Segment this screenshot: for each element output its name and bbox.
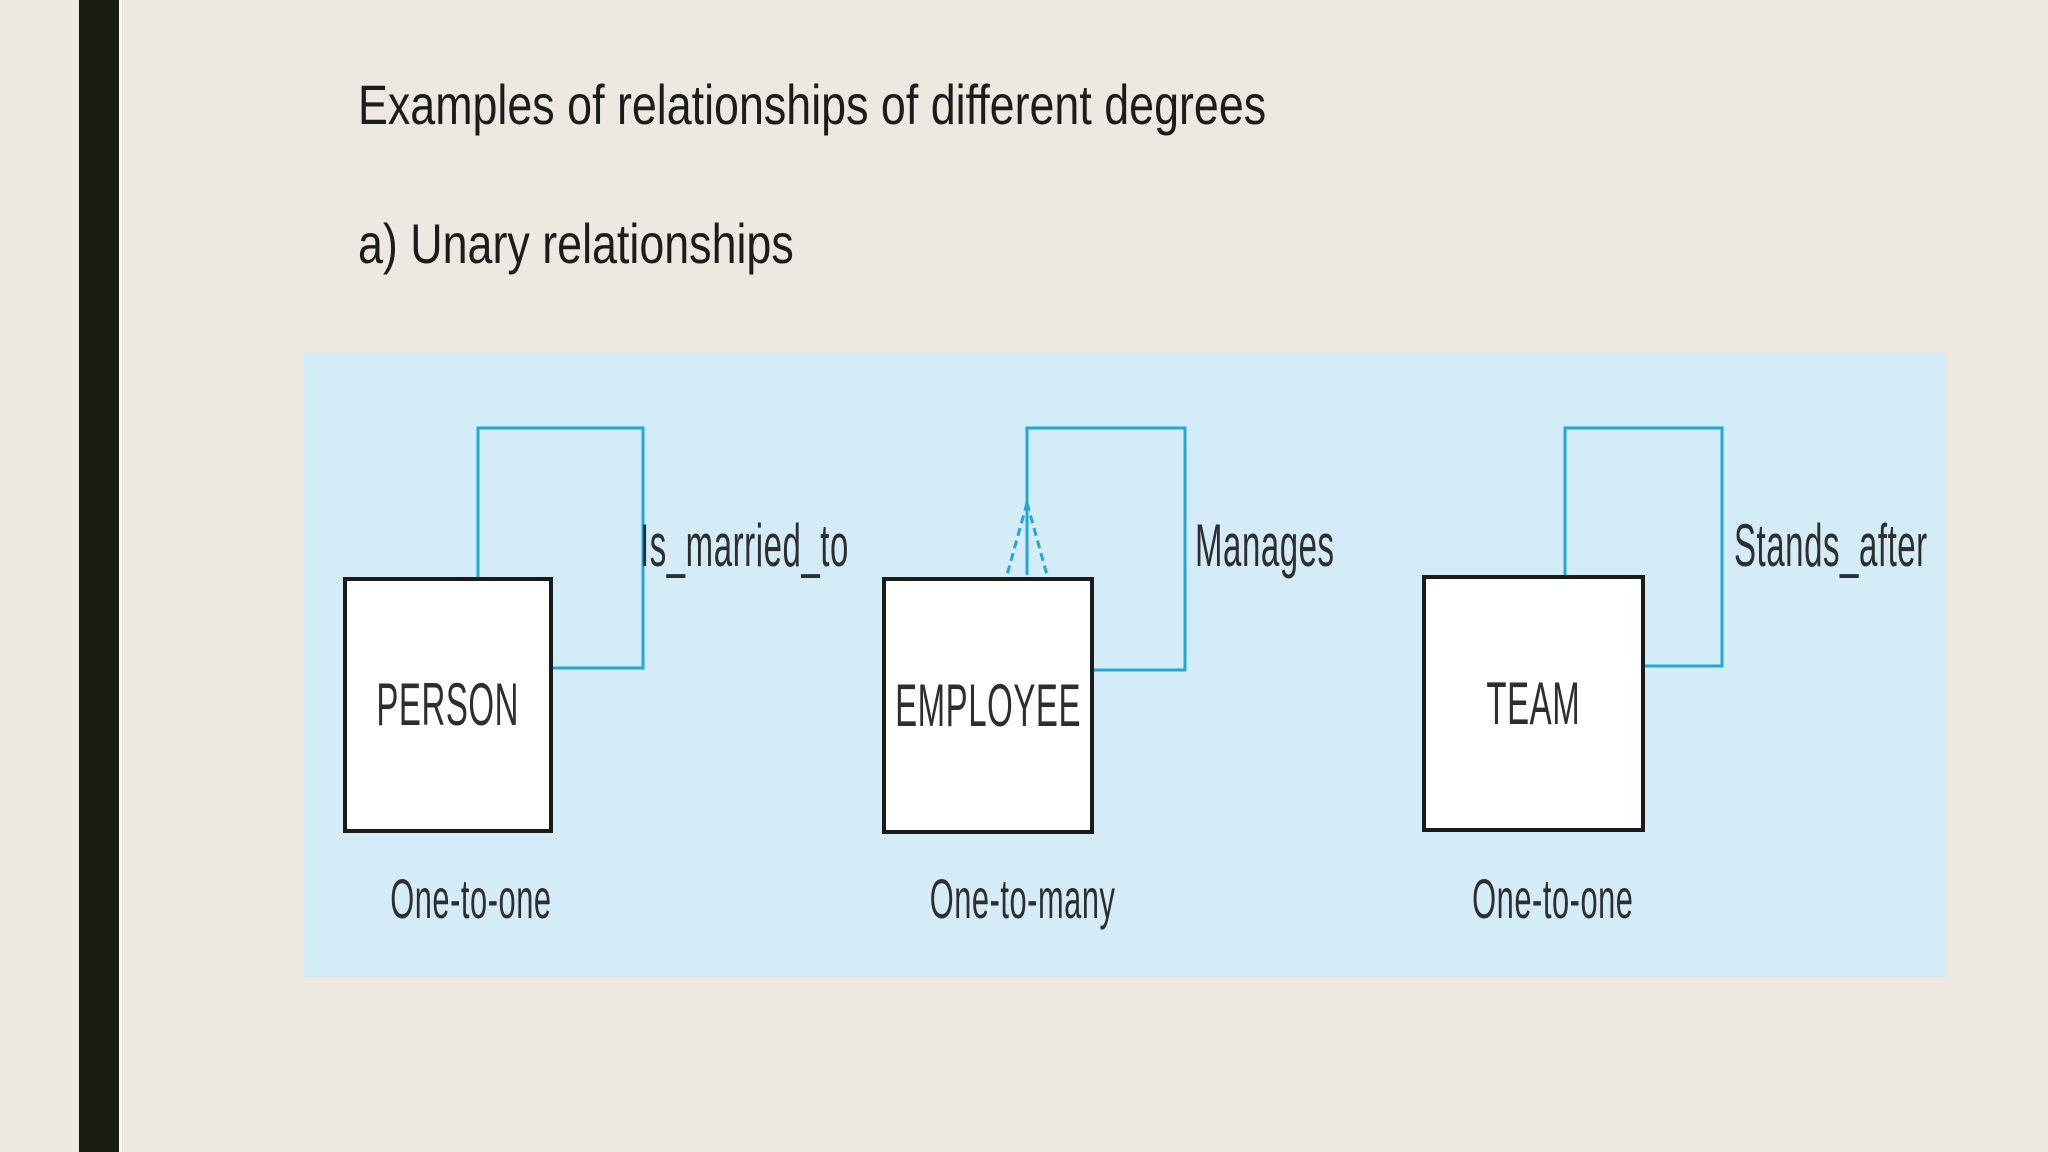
relationship-label-is-married-to: Is_married_to [640,512,849,579]
cardinality-label-team: One-to-one [1472,867,1634,930]
accent-bar-edge [119,0,122,1152]
cardinality-label-person: One-to-one [390,867,552,930]
entity-box-employee: EMPLOYEE [882,577,1094,834]
slide-subtitle: a) Unary relationships [358,212,794,275]
entity-box-team: TEAM [1422,575,1645,832]
slide-title: Examples of relationships of different d… [358,73,1267,136]
relationship-label-stands-after: Stands_after [1734,512,1928,579]
entity-name-employee: EMPLOYEE [895,671,1081,739]
entity-name-team: TEAM [1486,669,1581,737]
entity-box-person: PERSON [343,577,553,833]
relationship-label-manages: Manages [1195,512,1335,579]
entity-name-person: PERSON [376,671,520,738]
accent-bar [79,0,119,1152]
cardinality-label-employee: One-to-many [929,867,1116,930]
